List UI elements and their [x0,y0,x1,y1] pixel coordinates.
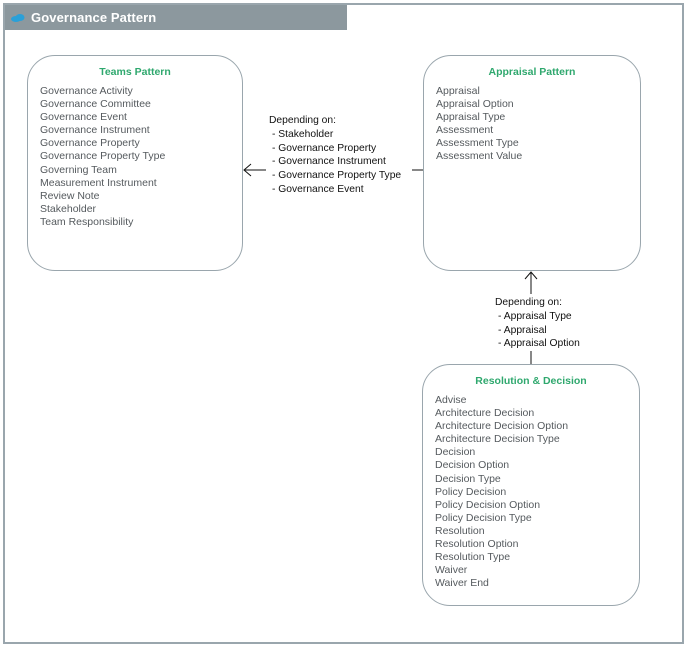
list-item: Governance Committee [40,98,151,111]
dependency-label-appraisal: Depending on: - Appraisal Type - Apprais… [495,296,580,351]
list-item: Architecture Decision Option [435,420,569,433]
dependency-item: - Governance Property Type [272,170,402,182]
diagram-frame [3,3,684,644]
list-item: Assessment [436,124,494,137]
teams-pattern-list: Governance Activity Governance Committee… [28,85,242,229]
dependency-item: - Appraisal [498,324,547,336]
list-item: Decision [435,446,476,459]
dependency-heading: Depending on: [269,115,336,126]
list-item: Team Responsibility [40,215,134,228]
list-item: Governance Property [40,137,140,150]
list-item: Waiver [435,564,468,577]
page-title: Governance Pattern [31,10,157,25]
dependency-item: - Stakeholder [272,128,334,140]
resolution-decision-box[interactable]: Resolution & Decision Advise Architectur… [422,364,640,606]
list-item: Appraisal [436,85,480,97]
resolution-decision-list: Advise Architecture Decision Architectur… [423,394,639,590]
list-item: Governing Team [40,163,117,176]
list-item: Resolution [435,524,485,537]
list-item: Governance Event [40,111,127,124]
list-item: Resolution Type [435,551,511,564]
list-item: Policy Decision Option [435,498,541,511]
teams-pattern-box[interactable]: Teams Pattern Governance Activity Govern… [27,55,243,271]
list-item: Review Note [40,189,100,202]
list-item: Advise [435,394,467,406]
appraisal-pattern-box[interactable]: Appraisal Pattern Appraisal Appraisal Op… [423,55,641,271]
dependency-item: - Governance Property [272,142,377,154]
list-item: Policy Decision [435,485,507,498]
appraisal-pattern-list: Appraisal Appraisal Option Appraisal Typ… [424,85,640,164]
title-bar: Governance Pattern [5,5,347,30]
list-item: Decision Option [435,459,510,472]
dependency-item: - Governance Instrument [272,156,386,168]
appraisal-pattern-title: Appraisal Pattern [488,66,576,78]
list-item: Architecture Decision Type [435,433,560,446]
list-item: Appraisal Type [436,111,506,124]
dependency-item: - Governance Event [272,183,364,195]
dependency-heading: Depending on: [495,297,562,308]
list-item: Policy Decision Type [435,511,532,524]
dependency-item: - Appraisal Option [498,338,580,350]
dependency-list: - Stakeholder - Governance Property - Go… [269,128,401,197]
list-item: Architecture Decision [435,407,535,420]
list-item: Decision Type [435,472,501,485]
cloud-icon [11,13,25,22]
list-item: Appraisal Option [436,98,514,111]
list-item: Waiver End [435,577,489,590]
list-item: Governance Property Type [40,150,166,163]
dependency-label-teams: Depending on: - Stakeholder - Governance… [269,114,401,197]
list-item: Measurement Instrument [40,176,157,189]
dependency-list: - Appraisal Type - Appraisal - Appraisal… [495,310,580,351]
list-item: Assessment Type [436,137,519,150]
list-item: Governance Instrument [40,124,150,137]
list-item: Governance Activity [40,85,133,97]
list-item: Stakeholder [40,202,97,215]
list-item: Resolution Option [435,538,519,551]
teams-pattern-title: Teams Pattern [99,66,171,78]
resolution-decision-title: Resolution & Decision [475,375,587,387]
dependency-item: - Appraisal Type [498,310,572,322]
list-item: Assessment Value [436,150,523,163]
